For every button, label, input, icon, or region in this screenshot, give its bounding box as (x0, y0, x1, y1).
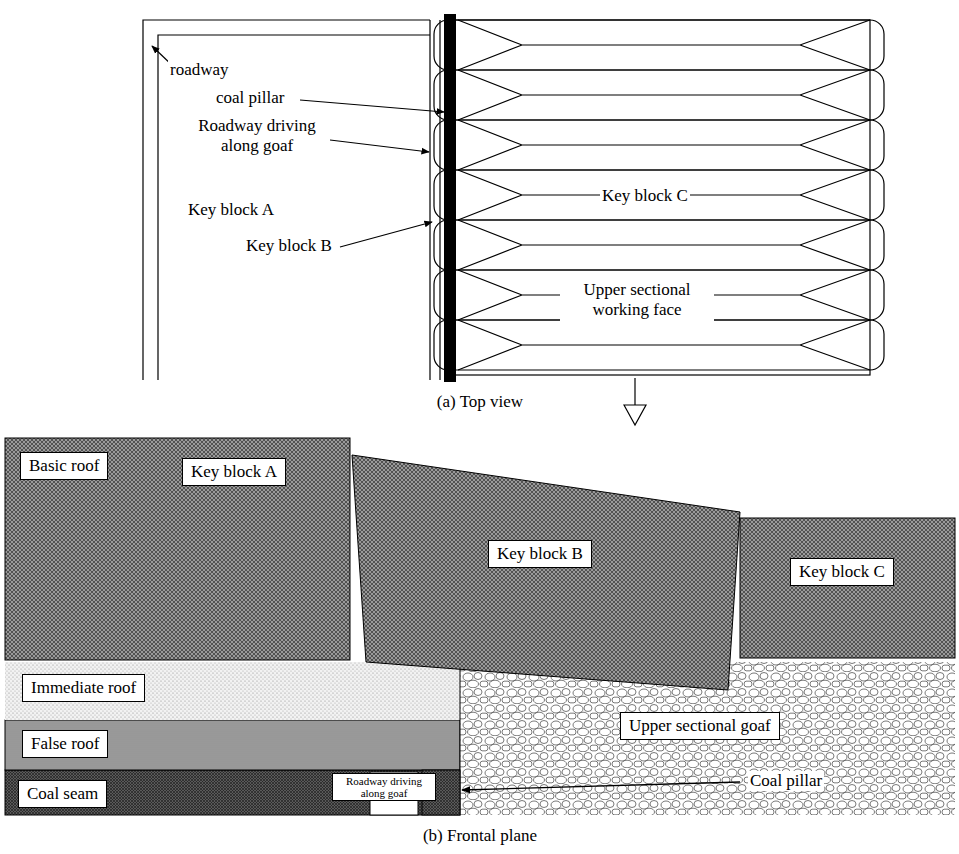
block-label: Key block A (182, 458, 286, 486)
node-text: Key block B (497, 544, 583, 564)
panel-caption: (a) Top view (435, 392, 525, 412)
layer-label: False roof (22, 730, 108, 758)
roadway-label: Roadway driving along goaf (332, 773, 436, 801)
node-text: Coal seam (27, 784, 98, 804)
fracture-line (458, 320, 870, 370)
part-name: Key block C (600, 186, 690, 206)
fracture-row (434, 20, 884, 70)
fracture-row (434, 270, 884, 320)
part-name: coal pillar (214, 88, 286, 108)
node-text: Upper sectional goaf (629, 716, 771, 736)
layer-label: Immediate roof (22, 674, 145, 702)
layer-label: Coal seam (18, 780, 107, 808)
fracture-line (458, 120, 870, 170)
block-label: Key block C (790, 558, 894, 586)
fracture-row (434, 170, 884, 220)
fracture-line (458, 220, 870, 270)
part-name: Upper sectional working face (560, 280, 714, 321)
fracture-row (434, 320, 884, 370)
node-text: Immediate roof (31, 678, 136, 698)
goaf-label: Upper sectional goaf (620, 712, 780, 740)
block-label: Key block B (488, 540, 592, 568)
node-text: Basic roof (29, 456, 99, 476)
part-name: Key block B (244, 236, 334, 256)
layer-label: Basic roof (20, 452, 108, 480)
fracture-line (458, 20, 870, 70)
fracture-row (434, 70, 884, 120)
fracture-line (458, 70, 870, 120)
fracture-row (434, 120, 884, 170)
part-name: Roadway driving along goaf (185, 116, 329, 157)
fracture-row (434, 220, 884, 270)
node-text: Roadway driving along goaf (336, 775, 432, 799)
part-name: roadway (168, 60, 231, 80)
part-name: Coal pillar (748, 771, 824, 791)
node-text: False roof (31, 734, 99, 754)
fracture-line (458, 270, 870, 320)
fracture-line (458, 170, 870, 220)
panel-caption: (b) Frontal plane (421, 826, 539, 846)
part-name: Key block A (186, 200, 276, 220)
node-text: Key block A (191, 462, 277, 482)
node-text: Key block C (799, 562, 885, 582)
